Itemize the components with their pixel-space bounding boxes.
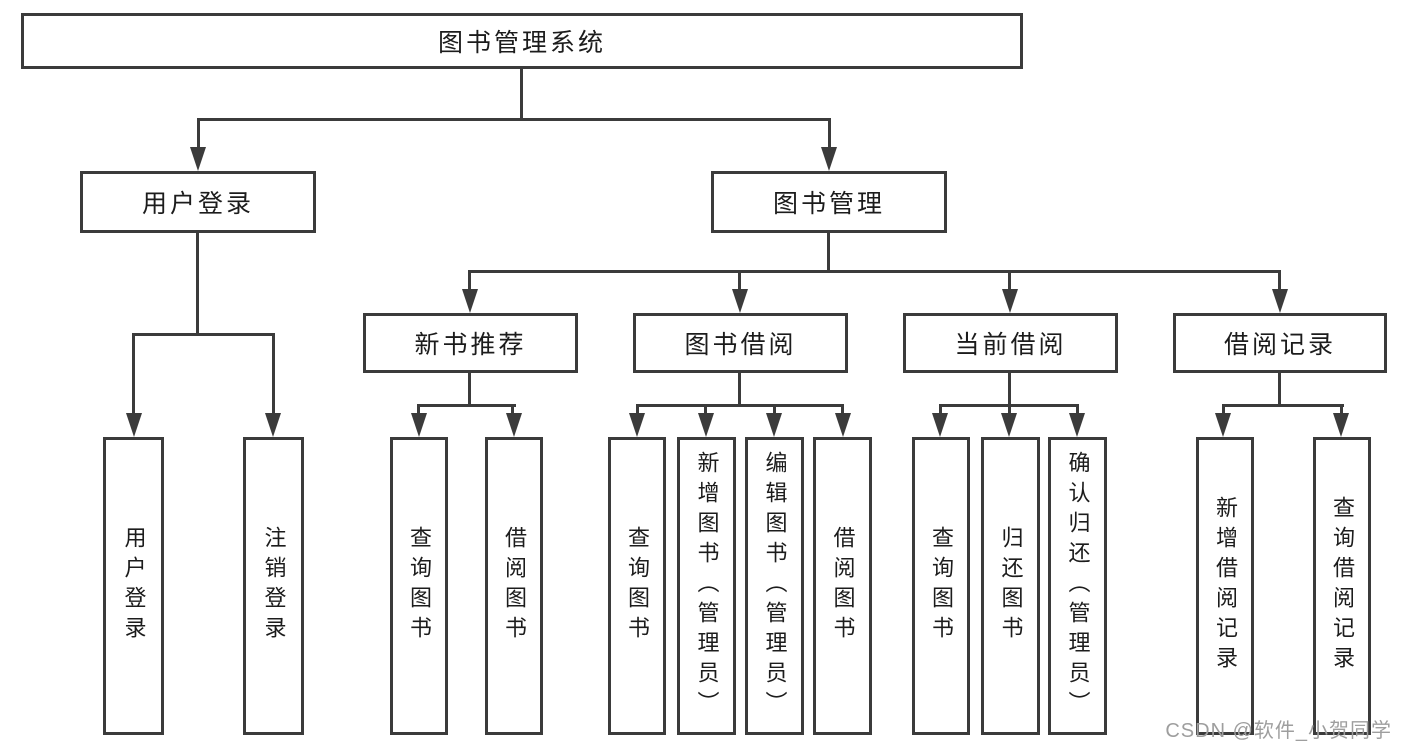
connector-line (1278, 270, 1281, 291)
connector-line (1222, 404, 1344, 407)
leaf-user-login: 用户登录 (103, 437, 164, 735)
connector-line (468, 373, 471, 407)
arrow-down-icon (629, 413, 645, 437)
arrow-down-icon (1272, 289, 1288, 313)
connector-line (738, 373, 741, 407)
arrow-down-icon (932, 413, 948, 437)
arrow-down-icon (698, 413, 714, 437)
arrow-down-icon (1069, 413, 1085, 437)
leaf-borrow-books-recommend: 借阅图书 (485, 437, 543, 735)
connector-line (939, 404, 942, 415)
connector-line (272, 333, 275, 413)
leaf-label: 注销登录 (261, 526, 287, 646)
node-library-management-system: 图书管理系统 (21, 13, 1023, 69)
leaf-query-books-current: 查询图书 (912, 437, 970, 735)
arrow-down-icon (190, 147, 206, 171)
connector-line (841, 404, 844, 415)
arrow-down-icon (732, 289, 748, 313)
connector-line (197, 118, 831, 121)
connector-line (520, 69, 523, 121)
arrow-down-icon (1215, 413, 1231, 437)
node-book-borrowing: 图书借阅 (633, 313, 848, 373)
connector-line (1008, 404, 1011, 415)
connector-line (468, 270, 471, 291)
arrow-down-icon (1002, 289, 1018, 313)
arrow-down-icon (1001, 413, 1017, 437)
leaf-add-books-admin: 新增图书（管理员） (677, 437, 736, 735)
arrow-down-icon (265, 413, 281, 437)
arrow-down-icon (835, 413, 851, 437)
leaf-label: 查询图书 (407, 526, 432, 646)
connector-line (1008, 373, 1011, 407)
leaf-label: 编辑图书（管理员） (762, 451, 788, 721)
connector-line (828, 118, 831, 150)
connector-line (1278, 373, 1281, 407)
csdn-watermark: CSDN @软件_小贺同学 (1165, 720, 1392, 742)
leaf-logout: 注销登录 (243, 437, 304, 735)
connector-line (511, 404, 514, 415)
leaf-add-borrow-record: 新增借阅记录 (1196, 437, 1254, 735)
connector-line (1008, 270, 1011, 291)
leaf-label: 新增借阅记录 (1213, 496, 1238, 676)
leaf-label: 用户登录 (121, 526, 147, 646)
arrow-down-icon (821, 147, 837, 171)
arrow-down-icon (126, 413, 142, 437)
connector-line (132, 333, 275, 336)
leaf-label: 借阅图书 (502, 526, 527, 646)
connector-line (468, 270, 1281, 273)
node-new-book-recommendation: 新书推荐 (363, 313, 578, 373)
connector-line (417, 404, 516, 407)
leaf-borrow-books: 借阅图书 (813, 437, 872, 735)
leaf-query-books-recommend: 查询图书 (390, 437, 448, 735)
connector-line (132, 333, 135, 413)
arrow-down-icon (506, 413, 522, 437)
connector-line (196, 233, 199, 335)
leaf-edit-books-admin: 编辑图书（管理员） (745, 437, 804, 735)
node-book-management: 图书管理 (711, 171, 947, 233)
leaf-query-borrow-record: 查询借阅记录 (1313, 437, 1371, 735)
node-user-login-branch: 用户登录 (80, 171, 316, 233)
leaf-label: 归还图书 (998, 526, 1024, 646)
connector-line (827, 233, 830, 273)
connector-line (773, 404, 776, 415)
connector-line (197, 118, 200, 150)
leaf-label: 查询图书 (625, 526, 650, 646)
leaf-query-books-borrowing: 查询图书 (608, 437, 666, 735)
arrow-down-icon (1333, 413, 1349, 437)
connector-line (417, 404, 420, 415)
connector-line (1222, 404, 1225, 415)
arrow-down-icon (766, 413, 782, 437)
leaf-label: 新增图书（管理员） (694, 451, 720, 721)
node-current-borrowing: 当前借阅 (903, 313, 1118, 373)
connector-line (738, 270, 741, 291)
leaf-label: 查询图书 (929, 526, 954, 646)
leaf-confirm-return-admin: 确认归还（管理员） (1048, 437, 1107, 735)
leaf-return-books: 归还图书 (981, 437, 1040, 735)
node-borrowing-records: 借阅记录 (1173, 313, 1387, 373)
leaf-label: 查询借阅记录 (1330, 496, 1355, 676)
leaf-label: 借阅图书 (830, 526, 856, 646)
connector-line (1076, 404, 1079, 415)
arrow-down-icon (462, 289, 478, 313)
leaf-label: 确认归还（管理员） (1065, 451, 1091, 721)
connector-line (704, 404, 707, 415)
connector-line (636, 404, 639, 415)
connector-line (636, 404, 844, 407)
connector-line (1340, 404, 1343, 415)
arrow-down-icon (411, 413, 427, 437)
